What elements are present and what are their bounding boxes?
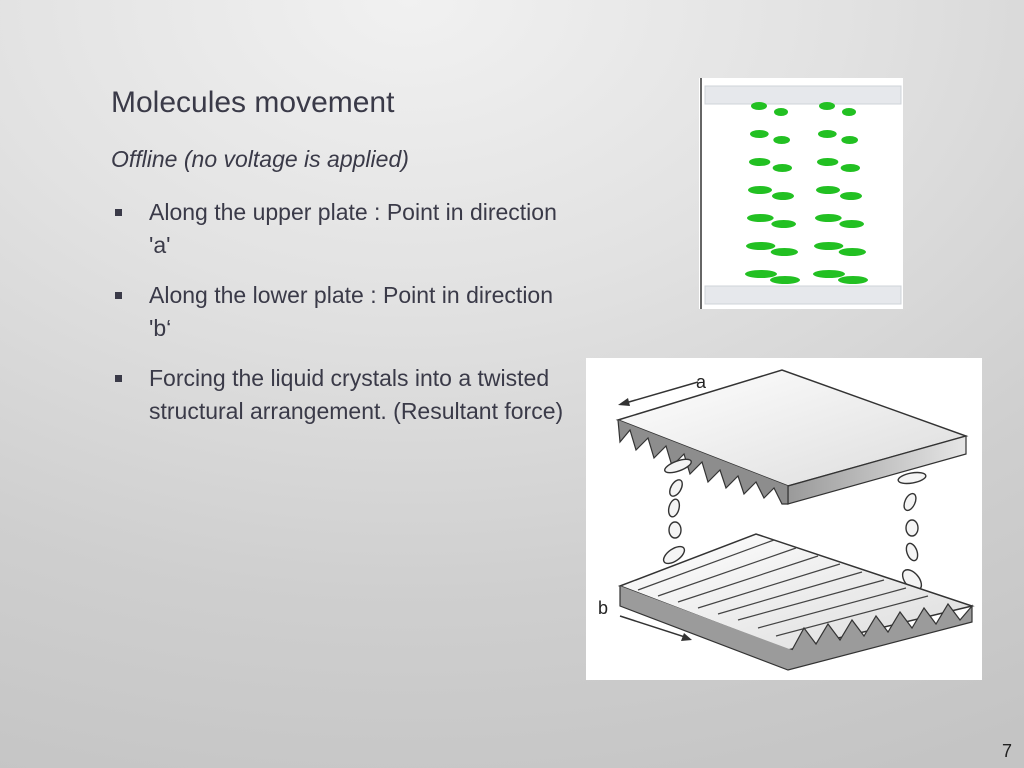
- green-molecule: [770, 276, 800, 284]
- arrow-a-line: [621, 381, 699, 405]
- green-molecule: [773, 136, 790, 144]
- green-molecule: [751, 102, 767, 110]
- arrow-b-head: [681, 633, 692, 641]
- green-molecule: [814, 242, 844, 250]
- lower-plate-grooves: [637, 539, 929, 637]
- bullet-item: Along the lower plate : Point in directi…: [111, 279, 571, 345]
- molecule: [668, 521, 682, 539]
- slide-title: Molecules movement: [111, 86, 395, 119]
- green-molecule: [815, 214, 842, 222]
- lower-plate-side: [619, 586, 973, 671]
- bullet-text: Along the lower plate : Point in directi…: [149, 282, 554, 341]
- molecules: [745, 102, 868, 284]
- green-molecule: [774, 108, 788, 116]
- molecules-right: [896, 471, 928, 615]
- green-molecule: [840, 192, 862, 200]
- square-bullet-icon: [115, 209, 122, 216]
- green-molecule: [772, 164, 792, 172]
- green-molecule: [745, 270, 777, 278]
- page-number: 7: [1001, 741, 1012, 761]
- liquid-crystal-illustration: [700, 78, 902, 309]
- lower-grooved-plate: [617, 533, 975, 671]
- green-molecule: [819, 102, 835, 110]
- molecule: [664, 458, 692, 474]
- bullet-list: Along the upper plate : Point in directi…: [111, 196, 571, 445]
- green-molecule: [772, 192, 794, 200]
- upper-grooved-plate: [615, 369, 969, 505]
- green-molecule: [842, 108, 856, 116]
- green-molecule: [813, 270, 845, 278]
- arrow-b-line: [619, 615, 689, 639]
- alignment-plates-figure: a: [586, 358, 982, 680]
- arrow-b-label: b: [598, 598, 608, 618]
- liquid-crystal-figure: [699, 78, 903, 309]
- upper-plate: [704, 85, 902, 105]
- lower-plate: [704, 285, 902, 305]
- green-molecule: [838, 276, 868, 284]
- arrow-a: a: [618, 372, 707, 406]
- green-molecule: [840, 164, 860, 172]
- arrow-a-label: a: [696, 372, 707, 392]
- bullet-text: Along the upper plate : Point in directi…: [149, 199, 557, 258]
- green-molecule: [839, 220, 864, 228]
- molecule: [903, 492, 917, 512]
- slide-subtitle: Offline (no voltage is applied): [111, 146, 409, 172]
- bullet-text: Forcing the liquid crystals into a twist…: [149, 365, 564, 424]
- bullet-item: Forcing the liquid crystals into a twist…: [111, 362, 571, 428]
- molecule: [667, 498, 681, 518]
- square-bullet-icon: [115, 375, 122, 382]
- molecule: [897, 471, 927, 485]
- green-molecule: [750, 130, 769, 138]
- molecule: [662, 545, 686, 565]
- green-molecule: [841, 136, 858, 144]
- molecule: [905, 519, 919, 537]
- green-molecule: [818, 130, 837, 138]
- molecule: [669, 479, 683, 497]
- arrow-b: b: [598, 598, 692, 641]
- upper-plate-grooves: [617, 419, 789, 505]
- bullet-item: Along the upper plate : Point in directi…: [111, 196, 571, 262]
- arrow-a-head: [618, 398, 630, 406]
- molecule: [905, 542, 919, 562]
- square-bullet-icon: [115, 292, 122, 299]
- green-molecule: [771, 220, 796, 228]
- green-molecule: [749, 158, 771, 166]
- green-molecule: [746, 242, 776, 250]
- green-molecule: [770, 248, 798, 256]
- alignment-plates-illustration: a: [598, 369, 975, 671]
- green-molecule: [816, 186, 840, 194]
- green-molecule: [817, 158, 839, 166]
- green-molecule: [747, 214, 774, 222]
- green-molecule: [838, 248, 866, 256]
- green-molecule: [748, 186, 772, 194]
